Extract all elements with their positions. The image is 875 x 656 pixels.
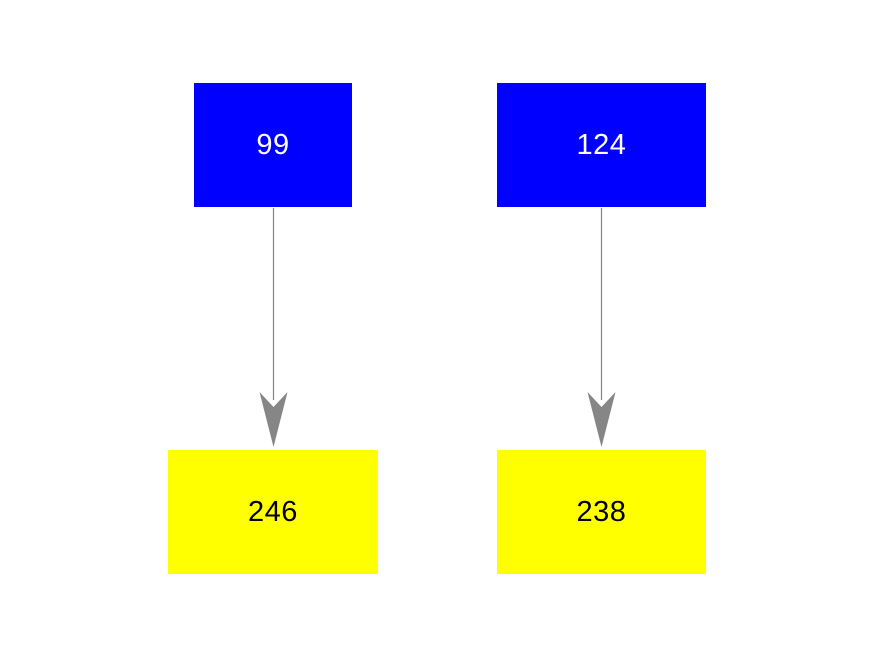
node-top-right: 124: [497, 83, 706, 207]
arrow-right: [587, 208, 616, 447]
arrowhead-down-icon: [587, 392, 616, 447]
node-bottom-left: 246: [168, 450, 378, 574]
node-label: 246: [248, 495, 298, 528]
node-bottom-right: 238: [497, 450, 706, 574]
node-label: 238: [576, 495, 627, 528]
node-label: 99: [256, 128, 290, 161]
node-label: 124: [576, 128, 627, 161]
node-top-left: 99: [194, 83, 352, 207]
arrow-left: [259, 208, 288, 447]
arrowhead-down-icon: [259, 392, 288, 447]
